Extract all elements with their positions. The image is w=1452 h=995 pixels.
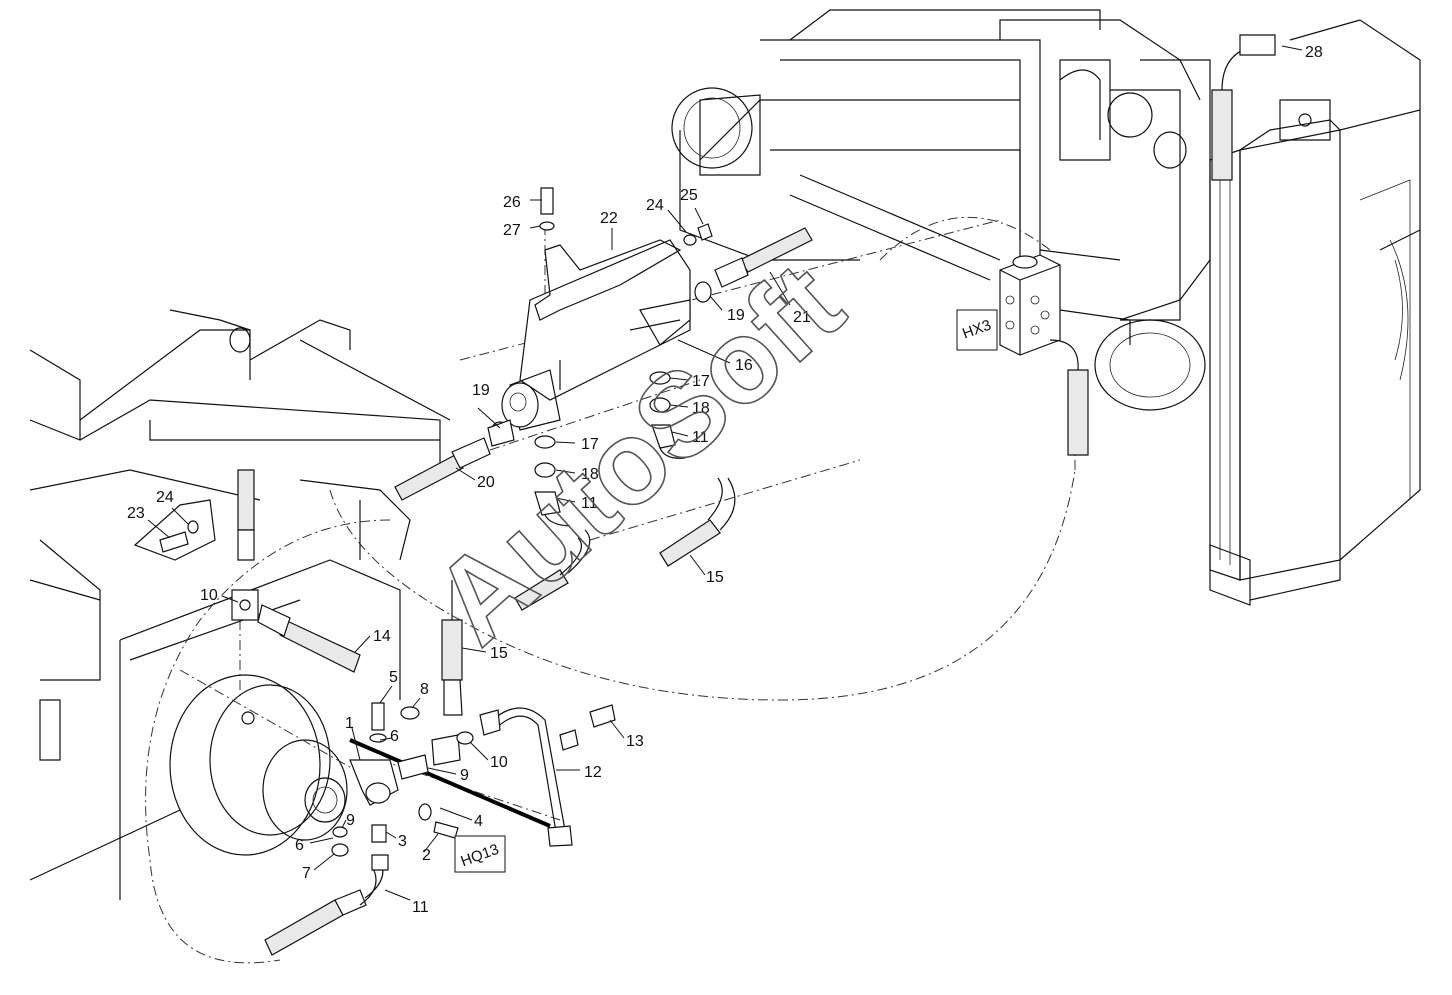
callout-10: 10 — [490, 754, 508, 771]
valve-block-hx3 — [999, 254, 1061, 356]
callout-11: 11 — [581, 495, 598, 512]
callout-23: 23 — [127, 505, 145, 522]
radiator — [1209, 19, 1421, 606]
callout-19: 19 — [727, 307, 745, 324]
fittings — [133, 187, 713, 871]
callout-12: 12 — [584, 764, 602, 781]
callout-9: 9 — [460, 767, 469, 784]
callout-15: 15 — [706, 569, 724, 586]
callout-19: 19 — [472, 382, 490, 399]
callout-18: 18 — [581, 466, 599, 483]
callout-11: 11 — [692, 429, 709, 446]
callout-13: 13 — [626, 733, 644, 750]
chassis-frame — [29, 309, 451, 900]
callout-22: 22 — [600, 210, 618, 227]
callout-25: 25 — [680, 187, 698, 204]
callout-26: 26 — [503, 194, 521, 211]
callout-5: 5 — [389, 669, 398, 686]
callout-18: 18 — [692, 400, 710, 417]
oil-cooler — [501, 239, 691, 431]
hoses — [237, 34, 1276, 956]
machine-frame — [671, 9, 1211, 411]
callout-15: 15 — [490, 645, 508, 662]
callout-28: 28 — [1305, 44, 1323, 61]
callout-24: 24 — [156, 489, 174, 506]
callout-21: 21 — [793, 309, 811, 326]
callout-17: 17 — [692, 373, 710, 390]
callout-7: 7 — [302, 865, 311, 882]
hx3-tag-box — [956, 309, 998, 351]
callout-10: 10 — [200, 587, 218, 604]
callout-1: 1 — [345, 715, 354, 732]
leader-lines — [147, 45, 1303, 901]
callout-24: 24 — [646, 197, 664, 214]
callout-6: 6 — [295, 837, 304, 854]
callout-27: 27 — [503, 222, 521, 239]
callout-4: 4 — [474, 813, 483, 830]
gearbox — [169, 674, 348, 856]
callout-20: 20 — [477, 474, 495, 491]
callout-14: 14 — [373, 628, 391, 645]
callout-9: 9 — [346, 812, 355, 829]
hq13-tag-box — [454, 835, 506, 873]
callout-17: 17 — [581, 436, 599, 453]
callout-8: 8 — [420, 681, 429, 698]
callout-labels: 26 27 22 24 25 19 21 16 17 18 11 19 17 1… — [127, 44, 1323, 916]
callout-6: 6 — [390, 728, 399, 745]
callout-2: 2 — [422, 847, 431, 864]
component-tags: HX3 HQ13 — [454, 309, 998, 873]
callout-16: 16 — [735, 357, 753, 374]
callout-11: 11 — [412, 899, 429, 916]
callout-3: 3 — [398, 833, 407, 850]
